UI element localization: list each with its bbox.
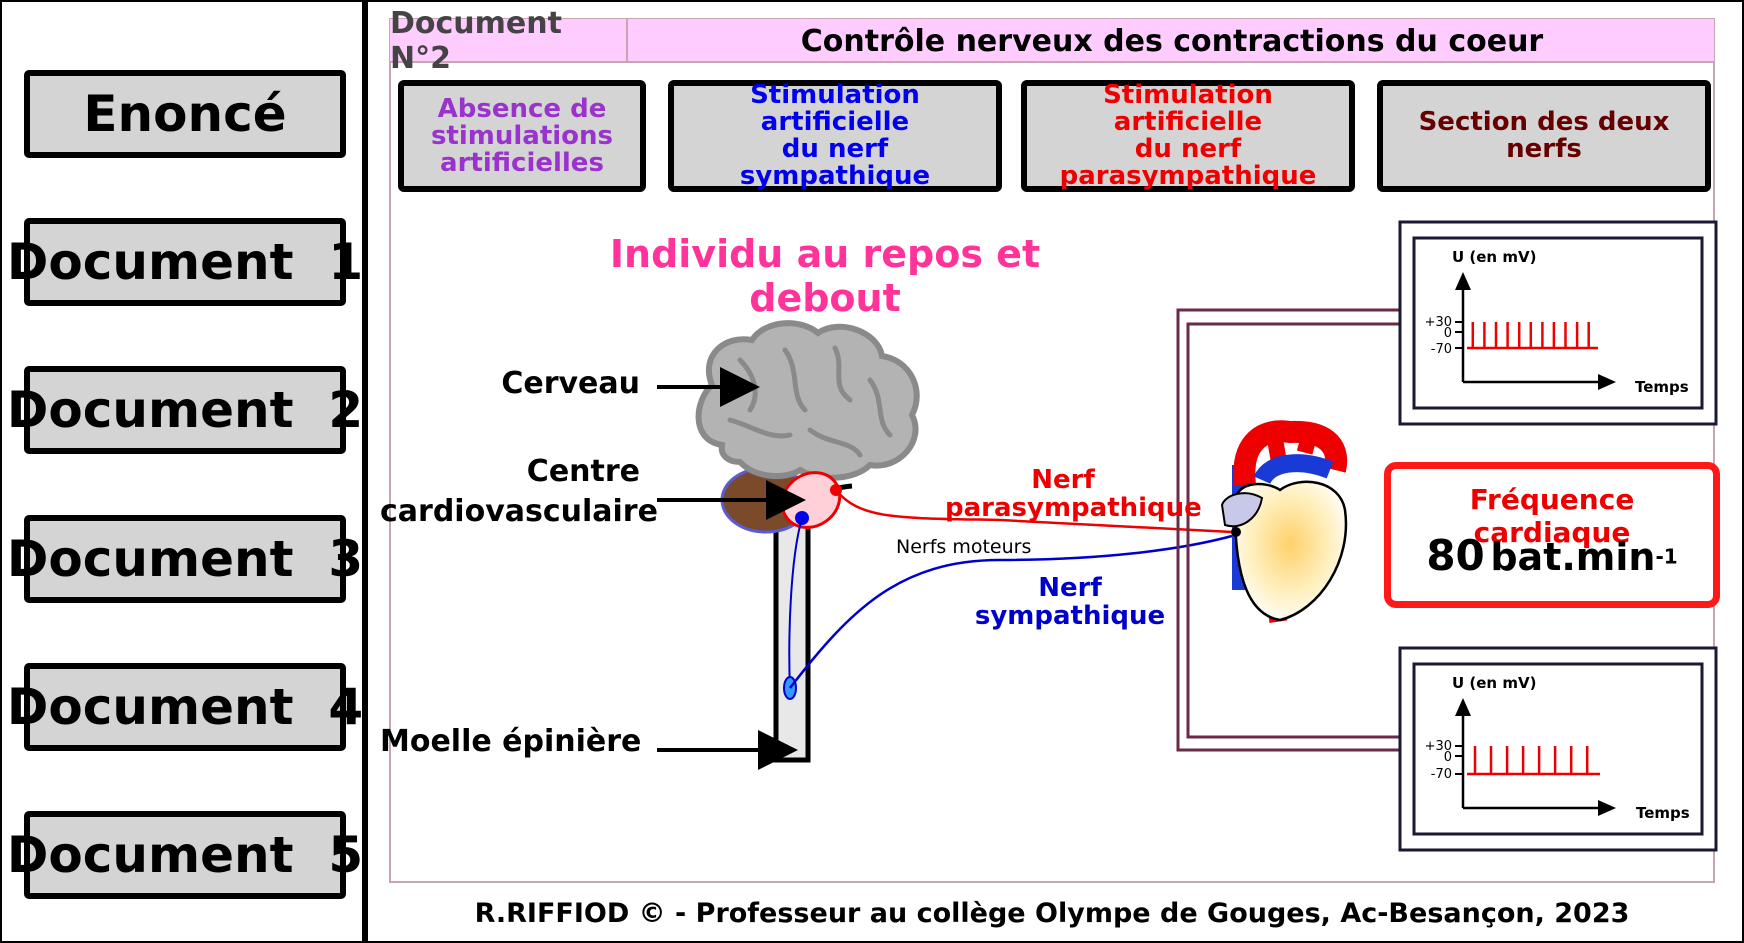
no-stimulation-line2: stimulations (430, 120, 614, 151)
heart-rate-value-line: 80 bat.min-1 (1391, 531, 1713, 580)
osc2-ylabel: U (en mV) (1452, 674, 1536, 692)
nav-document-5-button[interactable]: Document 5 (7, 811, 363, 899)
sympathetic-nerve (789, 534, 1233, 689)
scene-title-line2: debout (749, 276, 901, 320)
nerf-parasympathique-label: Nerf parasympathique (945, 465, 1202, 523)
oscilloscope-1 (1398, 220, 1718, 426)
centre-label-line1: Centre (526, 454, 640, 489)
heart-rate-exponent: -1 (1655, 544, 1678, 569)
action-potential-train (1467, 746, 1600, 776)
nav-document-5-label: Document 5 (6, 826, 364, 884)
nav-document-1-label: Document 1 (6, 233, 364, 291)
osc2-tick-zero: 0 (1444, 750, 1452, 765)
parasympathetic-stimulation-line2: du nerf (1134, 134, 1242, 164)
nav-document-4-button[interactable]: Document 4 (7, 663, 363, 751)
heart-rate-unit: bat.min (1490, 535, 1656, 579)
no-stimulation-line1: Absence de (437, 93, 607, 124)
action-potential-train (1467, 322, 1598, 350)
oscillogram-1-trace (1467, 322, 1598, 350)
moelle-label: Moelle épinière (380, 724, 642, 759)
document-title: Contrôle nerveux des contractions du coe… (800, 23, 1544, 59)
symp-label-line1: Nerf (1038, 573, 1102, 603)
sympathetic-pathway-cord (788, 517, 803, 691)
sympathetic-stimulation-line1: Stimulation artificielle (750, 80, 920, 137)
osc2-tick-minus70: -70 (1431, 767, 1452, 782)
cerveau-label: Cerveau (501, 366, 640, 401)
osc1-xlabel: Temps (1635, 378, 1689, 396)
no-stimulation-line3: artificielles (440, 147, 604, 178)
centre-cardiovasculaire-label: Centre cardiovasculaire (380, 452, 658, 532)
document-header-bar (390, 19, 1714, 63)
scene-title-line1: Individu au repos et (609, 232, 1041, 276)
sidebar-divider (362, 0, 368, 943)
para-label-line1: Nerf (1031, 465, 1095, 495)
heart-rate-label: Fréquence cardiaque (1469, 483, 1635, 549)
footer-credit: R.RIFFIOD © - Professeur au collège Olym… (474, 898, 1630, 929)
osc1-tick-plus30: +30 (1425, 315, 1452, 330)
nav-document-2-label: Document 2 (6, 381, 364, 439)
heart-illustration (1220, 420, 1348, 623)
nav-document-1-button[interactable]: Document 1 (7, 218, 363, 306)
osc2-xlabel: Temps (1636, 804, 1690, 822)
nav-enonce-button[interactable]: Enoncé (24, 70, 346, 158)
scene-title: Individu au repos et debout (560, 232, 1090, 320)
oscillogram-2-trace (1467, 746, 1600, 776)
oscilloscope-wires (1176, 308, 1400, 752)
osc2-tick-plus30: +30 (1425, 739, 1452, 754)
nerve-section-line1: Section des deux (1418, 107, 1670, 137)
centre-label-line2: cardiovasculaire (380, 494, 658, 529)
symp-label-line2: sympathique (974, 601, 1166, 631)
brain (695, 320, 920, 481)
osc1-tick-zero: 0 (1444, 326, 1452, 341)
heart-rate-box: Fréquence cardiaque 80 bat.min-1 (1384, 462, 1720, 608)
para-label-line2: parasympathique (945, 493, 1202, 523)
sympathetic-stimulation-line2: du nerf (781, 134, 889, 164)
heart-rate-value: 80 (1426, 531, 1485, 580)
parasympathetic-stimulation-line1: Stimulation artificielle (1103, 80, 1273, 137)
nav-document-4-label: Document 4 (6, 678, 364, 736)
nav-document-3-button[interactable]: Document 3 (7, 515, 363, 603)
nav-enonce-label: Enoncé (83, 85, 287, 143)
parasympathetic-stimulation-line3: parasympathique (1059, 161, 1317, 191)
nerfs-moteurs-label: Nerfs moteurs (896, 536, 1032, 558)
nerve-section-line2: nerfs (1506, 134, 1582, 164)
nav-document-2-button[interactable]: Document 2 (7, 366, 363, 454)
sympathetic-stimulation-line3: sympathique (739, 161, 931, 191)
nav-document-3-label: Document 3 (6, 530, 364, 588)
oscilloscope-2 (1398, 646, 1718, 852)
osc1-tick-minus70: -70 (1431, 342, 1452, 357)
osc1-ylabel: U (en mV) (1452, 248, 1536, 266)
brain-folds (727, 345, 893, 458)
nerf-sympathique-label: Nerf sympathique (965, 574, 1175, 630)
